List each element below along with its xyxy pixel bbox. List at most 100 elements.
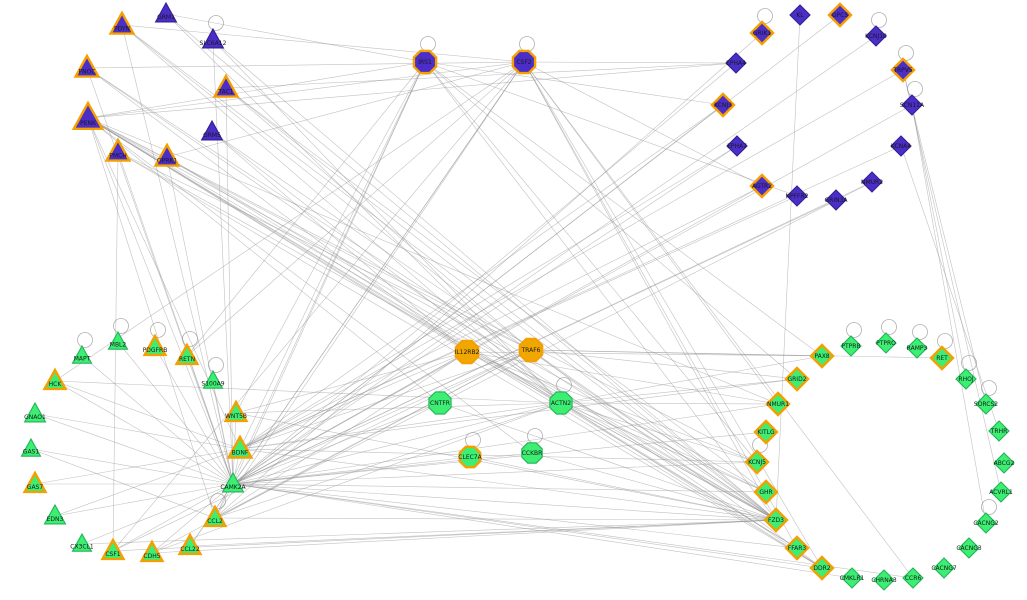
diamond-shape[interactable] bbox=[929, 345, 955, 371]
node-GRID2[interactable]: GRID2 bbox=[784, 366, 810, 392]
octagon-shape[interactable] bbox=[454, 339, 480, 365]
node-NPFFR2[interactable]: NPFFR2 bbox=[786, 185, 809, 207]
node-DDR2[interactable]: DDR2 bbox=[809, 555, 835, 581]
triangle-shape[interactable] bbox=[104, 137, 132, 162]
diamond-shape[interactable] bbox=[744, 449, 770, 475]
octagon-shape[interactable] bbox=[549, 391, 573, 415]
node-CNTFR[interactable]: CNTFR bbox=[428, 391, 452, 415]
triangle-shape[interactable] bbox=[20, 437, 42, 457]
diamond-shape[interactable] bbox=[827, 2, 853, 28]
node-GRIK1[interactable]: GRIK1 bbox=[749, 20, 775, 46]
node-GAS1[interactable]: GAS1 bbox=[20, 437, 42, 457]
triangle-shape[interactable] bbox=[73, 53, 101, 78]
diamond-shape[interactable] bbox=[825, 189, 847, 211]
diamond-shape[interactable] bbox=[789, 4, 811, 26]
octagon-shape[interactable] bbox=[511, 49, 537, 75]
node-GNAO1[interactable]: GNAO1 bbox=[23, 401, 47, 423]
diamond-shape[interactable] bbox=[890, 57, 916, 83]
node-GRM5[interactable]: GRM5 bbox=[200, 119, 224, 141]
node-CLEC7A[interactable]: CLEC7A bbox=[458, 445, 483, 469]
node-EPHA4[interactable]: EPHA4 bbox=[725, 52, 747, 74]
node-CACNG7[interactable]: CACNG7 bbox=[931, 557, 957, 579]
diamond-shape[interactable] bbox=[784, 366, 810, 392]
triangle-shape[interactable] bbox=[100, 537, 126, 561]
diamond-shape[interactable] bbox=[933, 557, 955, 579]
node-NMUR1[interactable]: NMUR1 bbox=[765, 391, 791, 417]
node-SLC6A12[interactable]: SLC6A12 bbox=[200, 27, 227, 49]
node-EPHA7[interactable]: EPHA7 bbox=[726, 135, 748, 157]
triangle-shape[interactable] bbox=[200, 119, 224, 141]
octagon-shape[interactable] bbox=[521, 442, 543, 464]
diamond-shape[interactable] bbox=[865, 25, 887, 47]
node-CSF2[interactable]: CSF2 bbox=[511, 49, 537, 75]
node-NMUR2[interactable]: NMUR2 bbox=[861, 171, 883, 193]
diamond-shape[interactable] bbox=[906, 337, 928, 359]
node-PTPRB[interactable]: PTPRB bbox=[840, 335, 862, 357]
node-TRAF6[interactable]: TRAF6 bbox=[518, 337, 544, 363]
triangle-shape[interactable] bbox=[153, 142, 181, 167]
diamond-shape[interactable] bbox=[873, 569, 895, 591]
triangle-shape[interactable] bbox=[43, 503, 67, 525]
diamond-shape[interactable] bbox=[809, 555, 835, 581]
triangle-shape[interactable] bbox=[107, 330, 129, 350]
node-KCNJ10[interactable]: KCNJ10 bbox=[865, 25, 887, 47]
diamond-shape[interactable] bbox=[749, 173, 775, 199]
triangle-shape[interactable] bbox=[212, 73, 240, 98]
diamond-shape[interactable] bbox=[901, 94, 923, 116]
node-CACNG3[interactable]: CACNG3 bbox=[956, 537, 982, 559]
diamond-shape[interactable] bbox=[784, 535, 810, 561]
diamond-shape[interactable] bbox=[753, 419, 779, 445]
node-ACVRL1[interactable]: ACVRL1 bbox=[989, 481, 1013, 503]
triangle-shape[interactable] bbox=[202, 504, 228, 528]
octagon-shape[interactable] bbox=[428, 391, 452, 415]
node-GPC5[interactable]: GPC5 bbox=[827, 2, 853, 28]
diamond-shape[interactable] bbox=[861, 171, 883, 193]
diamond-shape[interactable] bbox=[988, 420, 1010, 442]
triangle-shape[interactable] bbox=[108, 10, 136, 35]
node-SCN11A[interactable]: SCN11A bbox=[900, 94, 925, 116]
node-MAPT[interactable]: MAPT bbox=[71, 344, 93, 364]
diamond-shape[interactable] bbox=[990, 481, 1012, 503]
node-PMCH[interactable]: PMCH bbox=[104, 137, 132, 162]
node-WNT5B[interactable]: WNT5B bbox=[223, 399, 249, 423]
diamond-shape[interactable] bbox=[786, 185, 808, 207]
node-ACTN2[interactable]: ACTN2 bbox=[549, 391, 573, 415]
node-S100A9[interactable]: S100A9 bbox=[201, 369, 225, 389]
diamond-shape[interactable] bbox=[710, 92, 736, 118]
node-KCNJ5[interactable]: KCNJ5 bbox=[744, 449, 770, 475]
triangle-shape[interactable] bbox=[71, 344, 93, 364]
triangle-shape[interactable] bbox=[201, 27, 225, 49]
diamond-shape[interactable] bbox=[725, 52, 747, 74]
octagon-shape[interactable] bbox=[518, 337, 544, 363]
triangle-shape[interactable] bbox=[177, 532, 203, 556]
node-SORCS2[interactable]: SORCS2 bbox=[974, 393, 998, 415]
diamond-shape[interactable] bbox=[955, 368, 977, 390]
triangle-shape[interactable] bbox=[139, 539, 165, 563]
diamond-shape[interactable] bbox=[753, 479, 779, 505]
triangle-shape[interactable] bbox=[142, 333, 168, 357]
node-TRHR[interactable]: TRHR bbox=[988, 420, 1010, 442]
node-RET[interactable]: RET bbox=[929, 345, 955, 371]
diamond-shape[interactable] bbox=[841, 567, 863, 589]
triangle-shape[interactable] bbox=[154, 1, 178, 23]
diamond-shape[interactable] bbox=[809, 343, 835, 369]
diamond-shape[interactable] bbox=[993, 452, 1015, 474]
node-FFAR3[interactable]: FFAR3 bbox=[784, 535, 810, 561]
triangle-shape[interactable] bbox=[42, 367, 68, 391]
node-CCL22[interactable]: CCL22 bbox=[177, 532, 203, 556]
diamond-shape[interactable] bbox=[975, 393, 997, 415]
diamond-shape[interactable] bbox=[958, 537, 980, 559]
node-KL[interactable]: KL bbox=[789, 4, 811, 26]
diamond-shape[interactable] bbox=[890, 135, 912, 157]
node-PAX8[interactable]: PAX8 bbox=[809, 343, 835, 369]
node-MBL2[interactable]: MBL2 bbox=[107, 330, 129, 350]
node-PDGFRB[interactable]: PDGFRB bbox=[142, 333, 168, 357]
diamond-shape[interactable] bbox=[765, 391, 791, 417]
node-PDYN[interactable]: PDYN bbox=[108, 10, 136, 35]
node-IRS1[interactable]: IRS1 bbox=[412, 49, 438, 75]
node-KITLG[interactable]: KITLG bbox=[753, 419, 779, 445]
diamond-shape[interactable] bbox=[763, 507, 789, 533]
triangle-shape[interactable] bbox=[221, 471, 245, 493]
node-CDH5[interactable]: CDH5 bbox=[139, 539, 165, 563]
node-HCK[interactable]: HCK bbox=[42, 367, 68, 391]
